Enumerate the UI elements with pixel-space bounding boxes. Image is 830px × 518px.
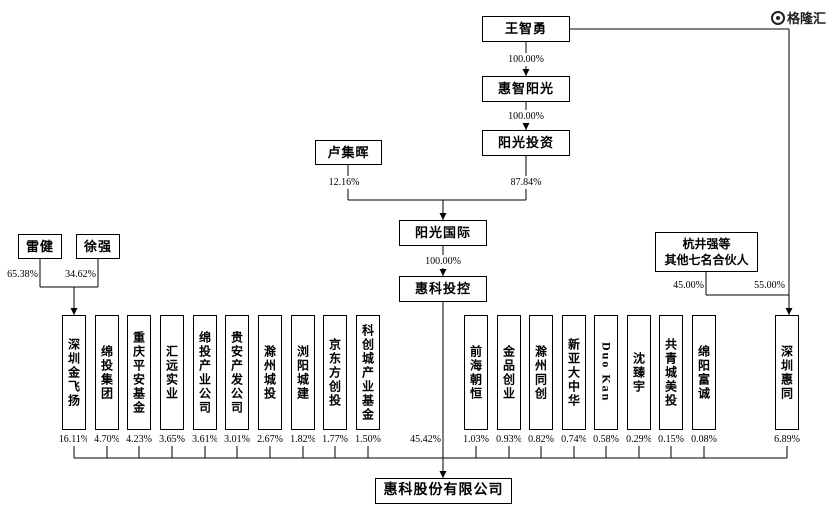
shareholder-box: 共青城美投 bbox=[659, 315, 683, 430]
shareholder-name: 绵投集团 bbox=[99, 344, 114, 401]
shareholder-pct: 1.03% bbox=[456, 433, 496, 446]
shareholder-pct: 3.65% bbox=[152, 433, 192, 446]
shareholder-pct: 0.15% bbox=[651, 433, 691, 446]
shareholder-name: Duo Kan bbox=[599, 342, 614, 403]
node-label: 阳光投资 bbox=[497, 135, 554, 151]
pct-lu: 12.16% bbox=[322, 176, 366, 189]
shareholder-box: 滁州同创 bbox=[529, 315, 553, 430]
pct-intl-holding: 100.00% bbox=[420, 255, 466, 268]
shareholder-pct: 1.50% bbox=[348, 433, 388, 446]
shareholder-pct: 4.23% bbox=[119, 433, 159, 446]
watermark-text: 格隆汇 bbox=[786, 11, 826, 26]
shareholder-name: 京东方创投 bbox=[327, 337, 342, 408]
node-label: 王智勇 bbox=[504, 21, 547, 37]
shareholder-pct: 2.67% bbox=[250, 433, 290, 446]
shareholder-box: 科创城产业基金 bbox=[356, 315, 380, 430]
node-label: 雷健 bbox=[25, 238, 54, 254]
shareholder-pct: 3.01% bbox=[217, 433, 257, 446]
shareholder-pct: 0.93% bbox=[489, 433, 529, 446]
shareholder-pct: 1.77% bbox=[315, 433, 355, 446]
shareholder-name: 深圳金飞扬 bbox=[66, 337, 81, 408]
pct-holding-company: 45.42% bbox=[403, 433, 441, 446]
shareholder-pct: 0.82% bbox=[521, 433, 561, 446]
shareholder-box: 重庆平安基金 bbox=[127, 315, 151, 430]
shareholder-pct: 6.89% bbox=[767, 433, 807, 446]
shareholder-box: 绵阳富诚 bbox=[692, 315, 716, 430]
shareholder-name: 贵安产发公司 bbox=[229, 330, 244, 415]
shareholder-pct: 0.29% bbox=[619, 433, 659, 446]
shareholder-box: 绵投产业公司 bbox=[193, 315, 217, 430]
shareholder-name: 深圳惠同 bbox=[779, 344, 794, 401]
node-label-line2: 其他七名合伙人 bbox=[664, 253, 749, 267]
pct-huizhi-invest: 100.00% bbox=[503, 110, 549, 123]
shareholder-box: 滁州城投 bbox=[258, 315, 282, 430]
node-label: 惠智阳光 bbox=[497, 81, 554, 97]
shareholder-box: 贵安产发公司 bbox=[225, 315, 249, 430]
pct-wang-huitong: 55.00% bbox=[749, 279, 785, 292]
shareholder-name: 绵投产业公司 bbox=[197, 330, 212, 415]
shareholder-name: 前海朝恒 bbox=[468, 344, 483, 401]
shareholder-box: 京东方创投 bbox=[323, 315, 347, 430]
node-label: 徐强 bbox=[83, 238, 112, 254]
shareholder-name: 绵阳富诚 bbox=[696, 344, 711, 401]
pct-wang-huizhi: 100.00% bbox=[503, 53, 549, 66]
node-xu-qiang: 徐强 bbox=[76, 234, 120, 259]
shareholder-name: 科创城产业基金 bbox=[360, 323, 375, 422]
shareholder-pct: 0.74% bbox=[554, 433, 594, 446]
shareholder-box: 绵投集团 bbox=[95, 315, 119, 430]
shareholder-pct: 0.08% bbox=[684, 433, 724, 446]
node-lei-jian: 雷健 bbox=[18, 234, 62, 259]
node-lu-jihui: 卢集晖 bbox=[315, 140, 382, 165]
company-name: 惠科股份有限公司 bbox=[383, 482, 504, 498]
shareholder-pct: 4.70% bbox=[87, 433, 127, 446]
shareholder-pct: 1.82% bbox=[283, 433, 323, 446]
watermark: 格隆汇 bbox=[770, 8, 826, 27]
shareholder-name: 滁州城投 bbox=[262, 344, 277, 401]
pct-partners: 45.00% bbox=[668, 279, 704, 292]
node-label-line1: 杭井强等 bbox=[682, 236, 731, 251]
pct-lei: 65.38% bbox=[2, 268, 38, 281]
shareholder-name: 汇远实业 bbox=[164, 344, 179, 401]
node-label: 惠科投控 bbox=[414, 281, 471, 297]
shareholder-box: Duo Kan bbox=[594, 315, 618, 430]
node-huizhi-yangguang: 惠智阳光 bbox=[482, 76, 570, 102]
shareholder-name: 沈臻宇 bbox=[631, 351, 646, 394]
node-yangguang-intl: 阳光国际 bbox=[399, 220, 487, 246]
shareholder-box: 深圳惠同 bbox=[775, 315, 799, 430]
shareholder-box: 汇远实业 bbox=[160, 315, 184, 430]
shareholder-box: 前海朝恒 bbox=[464, 315, 488, 430]
shareholder-name: 重庆平安基金 bbox=[131, 330, 146, 415]
shareholder-pct: 0.58% bbox=[586, 433, 626, 446]
shareholder-name: 滁州同创 bbox=[533, 344, 548, 401]
shareholder-box: 深圳金飞扬 bbox=[62, 315, 86, 430]
shareholder-name: 共青城美投 bbox=[663, 337, 678, 408]
node-wang-zhiyong: 王智勇 bbox=[482, 16, 570, 42]
node-partners: 杭井强等 其他七名合伙人 bbox=[655, 232, 758, 272]
gelonghui-logo-icon bbox=[770, 10, 785, 25]
shareholder-pct: 3.61% bbox=[185, 433, 225, 446]
shareholder-name: 金品创业 bbox=[501, 344, 516, 401]
shareholder-name: 浏阳城建 bbox=[295, 344, 310, 401]
shareholder-box: 浏阳城建 bbox=[291, 315, 315, 430]
shareholder-box: 金品创业 bbox=[497, 315, 521, 430]
shareholder-box: 沈臻宇 bbox=[627, 315, 651, 430]
pct-xu: 34.62% bbox=[60, 268, 96, 281]
shareholder-box: 新亚大中华 bbox=[562, 315, 586, 430]
node-huike-holding: 惠科投控 bbox=[399, 276, 487, 302]
shareholder-name: 新亚大中华 bbox=[566, 337, 581, 408]
node-label: 阳光国际 bbox=[414, 225, 471, 241]
node-company: 惠科股份有限公司 bbox=[375, 478, 512, 504]
node-yangguang-invest: 阳光投资 bbox=[482, 130, 570, 156]
node-label: 卢集晖 bbox=[327, 144, 370, 160]
shareholder-pct: 16.11% bbox=[54, 433, 94, 446]
pct-invest: 87.84% bbox=[503, 176, 549, 189]
